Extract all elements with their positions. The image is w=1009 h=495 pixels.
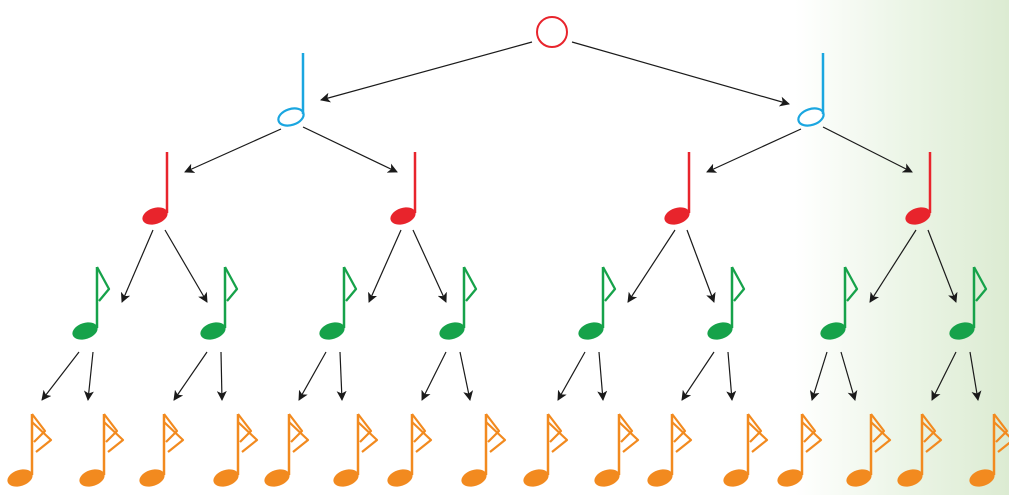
arrow-eighth-to-sixteenth — [336, 351, 347, 401]
quarter-note-icon — [142, 152, 169, 225]
arrow-quarter-to-eighth — [120, 229, 154, 303]
whole-note-icon — [536, 16, 568, 48]
background-tint-panel — [795, 0, 1009, 495]
half-note-icon — [797, 53, 825, 127]
sixteenth-note-icon — [139, 413, 185, 487]
eighth-note-icon — [820, 266, 859, 340]
sixteenth-note-icon — [594, 413, 640, 487]
arrow-eighth-to-sixteenth — [459, 351, 474, 401]
arrow-eighth-to-sixteenth — [298, 351, 327, 401]
half-note-icon — [277, 53, 305, 127]
arrow-eighth-to-sixteenth — [557, 351, 586, 401]
notes-layer — [7, 16, 1009, 487]
arrow-eighth-to-sixteenth — [681, 351, 715, 401]
eighth-note-icon — [578, 266, 617, 340]
arrow-quarter-to-eighth — [627, 229, 676, 303]
arrow-eighth-to-sixteenth — [597, 351, 608, 401]
arrow-quarter-to-eighth — [927, 229, 958, 303]
sixteenth-note-icon — [79, 413, 125, 487]
eighth-note-icon — [949, 266, 988, 340]
arrow-whole-to-half — [571, 41, 790, 107]
arrow-quarter-to-eighth — [869, 229, 917, 303]
arrow-whole-to-half — [320, 41, 533, 103]
sixteenth-note-icon — [969, 413, 1009, 487]
arrow-eighth-to-sixteenth — [173, 351, 208, 401]
arrow-half-to-quarter — [302, 126, 398, 173]
sixteenth-note-icon — [213, 413, 259, 487]
sixteenth-note-icon — [387, 413, 433, 487]
arrow-eighth-to-sixteenth — [41, 351, 80, 401]
arrow-eighth-to-sixteenth — [216, 351, 227, 401]
arrow-quarter-to-eighth — [368, 229, 402, 303]
quarter-note-icon — [664, 152, 691, 225]
arrow-half-to-quarter — [822, 126, 913, 173]
sixteenth-note-icon — [723, 413, 769, 487]
quarter-note-icon — [905, 152, 932, 225]
eighth-note-icon — [200, 266, 239, 340]
eighth-note-icon — [72, 266, 111, 340]
arrow-quarter-to-eighth — [686, 229, 716, 303]
sixteenth-note-icon — [846, 413, 892, 487]
arrow-half-to-quarter — [706, 128, 802, 173]
sixteenth-note-icon — [333, 413, 379, 487]
arrow-quarter-to-eighth — [164, 229, 208, 303]
arrow-half-to-quarter — [184, 128, 282, 173]
eighth-note-icon — [439, 266, 478, 340]
sixteenth-note-icon — [647, 413, 693, 487]
sixteenth-note-icon — [777, 413, 823, 487]
arrow-eighth-to-sixteenth — [931, 351, 957, 401]
eighth-note-icon — [707, 266, 746, 340]
arrows-layer — [41, 41, 982, 401]
arrow-eighth-to-sixteenth — [840, 351, 858, 401]
sixteenth-note-icon — [897, 413, 943, 487]
sixteenth-note-icon — [461, 413, 507, 487]
sixteenth-note-icon — [523, 413, 569, 487]
arrow-quarter-to-eighth — [412, 229, 447, 303]
arrow-eighth-to-sixteenth — [969, 351, 982, 401]
arrow-eighth-to-sixteenth — [421, 351, 447, 401]
eighth-note-icon — [319, 266, 358, 340]
arrow-eighth-to-sixteenth — [83, 351, 94, 401]
arrow-eighth-to-sixteenth — [809, 351, 828, 401]
quarter-note-icon — [390, 152, 417, 225]
sixteenth-note-icon — [7, 413, 53, 487]
sixteenth-note-icon — [264, 413, 310, 487]
arrow-eighth-to-sixteenth — [726, 351, 737, 401]
